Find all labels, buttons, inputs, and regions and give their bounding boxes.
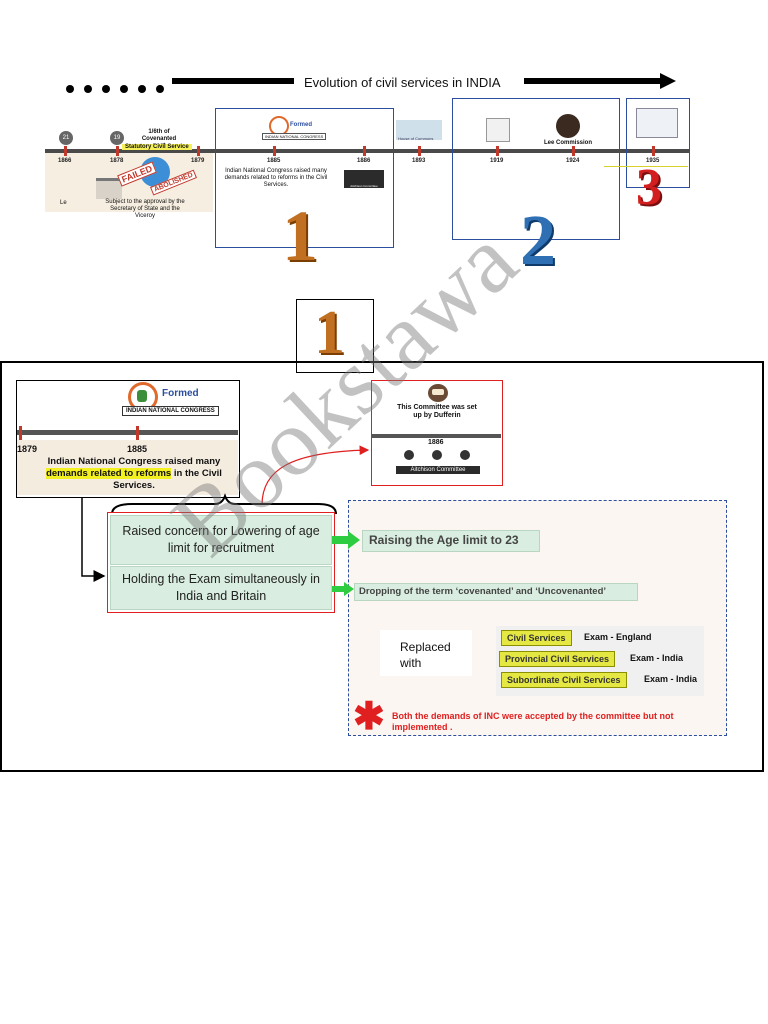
service-subordinate-exam: Exam - India — [644, 674, 698, 684]
committee-line — [372, 434, 501, 438]
commons-building-icon — [396, 120, 442, 140]
demand-1: Raised concern for Lowering of age limit… — [110, 515, 332, 565]
section-box-1 — [215, 108, 394, 248]
asterisk-icon: ✱ — [353, 696, 385, 738]
dufferin-cartoon-icon — [428, 384, 448, 402]
big-number-1: 1 — [282, 196, 318, 276]
circle-marker-19: 19 — [110, 131, 124, 145]
building-icon — [96, 178, 122, 199]
year-label: 1919 — [490, 158, 504, 164]
yellow-rule — [604, 166, 688, 167]
lee-person-icon — [556, 114, 580, 138]
demand-2-text: Holding the Exam simultaneously in India… — [121, 572, 321, 603]
year-label: 1886 — [357, 158, 371, 164]
formed-label: Formed — [162, 388, 199, 399]
header-bar-right — [524, 78, 664, 84]
commons-small-label: House of Commons — [398, 136, 434, 141]
committee-people-icon — [344, 170, 384, 188]
result-2-text: Dropping of the term ‘covenanted’ and ‘U… — [359, 586, 607, 597]
aitchison-small-label: Aitchison Committee — [350, 184, 378, 188]
committee-people-big-icon — [398, 448, 476, 466]
committee-name: Aitchison Committee — [396, 466, 480, 474]
act-document-icon — [636, 108, 678, 138]
year-label: 1879 — [191, 158, 205, 164]
green-arrow-icon — [332, 586, 346, 592]
service-provincial-exam: Exam - India — [630, 653, 684, 663]
inc-card-shade — [17, 440, 238, 495]
year-label: 1866 — [58, 158, 72, 164]
tick-1866 — [64, 146, 67, 156]
green-arrow-icon — [332, 536, 350, 544]
service-subordinate: Subordinate Civil Services — [501, 672, 627, 688]
circle-label: 19 — [113, 135, 121, 141]
footnote-text: Both the demands of INC were accepted by… — [392, 711, 674, 732]
statutory-label: Statutory Civil Service — [122, 144, 192, 150]
tick-1885 — [273, 146, 276, 156]
service-civil-exam: Exam - England — [584, 632, 652, 642]
year-label: 1924 — [566, 158, 580, 164]
tick-1919 — [496, 146, 499, 156]
service-civil: Civil Services — [501, 630, 572, 646]
inc-text-highlight: demands related to reforms — [46, 468, 172, 479]
replaced-with-box — [380, 630, 472, 676]
subject-note: Subject to the approval by the Secretary… — [105, 199, 185, 219]
tick-1885-detail — [136, 426, 139, 440]
demand-2: Holding the Exam simultaneously in India… — [110, 566, 332, 610]
year-label: 1935 — [646, 158, 660, 164]
tick-1886 — [363, 146, 366, 156]
circle-label: 21 — [62, 135, 70, 141]
inc-text-pre: Indian National Congress raised many — [47, 456, 221, 467]
tick-1935 — [652, 146, 655, 156]
inc-label-small: INDIAN NATIONAL CONGRESS — [262, 133, 327, 140]
result-2: Dropping of the term ‘covenanted’ and ‘U… — [354, 583, 638, 601]
big-number-2: 2 — [520, 200, 556, 280]
detail-frame — [0, 361, 764, 772]
tick-1879 — [197, 146, 200, 156]
demand-1-text: Raised concern for Lowering of age limit… — [122, 524, 320, 555]
year-1886-detail: 1886 — [428, 439, 444, 446]
tick-1879-detail — [19, 426, 22, 440]
timeline-line — [45, 149, 690, 153]
green-arrow-icon — [344, 582, 354, 596]
circle-marker-21: 21 — [59, 131, 73, 145]
result-1: Raising the Age limit to 23 — [362, 530, 540, 552]
left-fragment: Le — [60, 200, 67, 206]
green-arrow-icon — [348, 531, 360, 549]
section-box-3 — [626, 98, 690, 188]
section-box-2 — [452, 98, 620, 240]
year-label: 1893 — [412, 158, 426, 164]
section-badge-frame — [296, 299, 374, 373]
year-label: 1878 — [110, 158, 124, 164]
inc-demand-text: Indian National Congress raised many dem… — [44, 456, 224, 492]
big-number-3: 3 — [636, 159, 662, 216]
service-provincial: Provincial Civil Services — [499, 651, 616, 667]
year-label: 1885 — [267, 158, 281, 164]
lee-label: Lee Commission — [544, 140, 593, 146]
inc-text-small: Indian National Congress raised many dem… — [224, 168, 328, 188]
header-title: Evolution of civil services in INDIA — [304, 75, 501, 90]
result-1-text: Raising the Age limit to 23 — [369, 533, 519, 547]
formed-label-small: Formed — [290, 122, 313, 128]
document-icon — [486, 118, 510, 142]
tick-1893 — [418, 146, 421, 156]
header-dots — [66, 80, 174, 98]
tick-1924 — [572, 146, 575, 156]
committee-note: This Committee was set up by Dufferin — [397, 404, 477, 419]
header-bar-left — [172, 78, 294, 84]
section-badge-number: 1 — [314, 299, 345, 367]
inc-card-line — [17, 430, 238, 435]
inc-text-post: in the Civil Services. — [113, 468, 222, 491]
arrow-head-icon — [660, 73, 676, 89]
inc-label: INDIAN NATIONAL CONGRESS — [122, 406, 219, 416]
tick-1878 — [116, 146, 119, 156]
year-1885-detail: 1885 — [127, 444, 148, 454]
year-1879-detail: 1879 — [17, 444, 38, 454]
replaced-with-label: Replaced with — [400, 640, 451, 670]
